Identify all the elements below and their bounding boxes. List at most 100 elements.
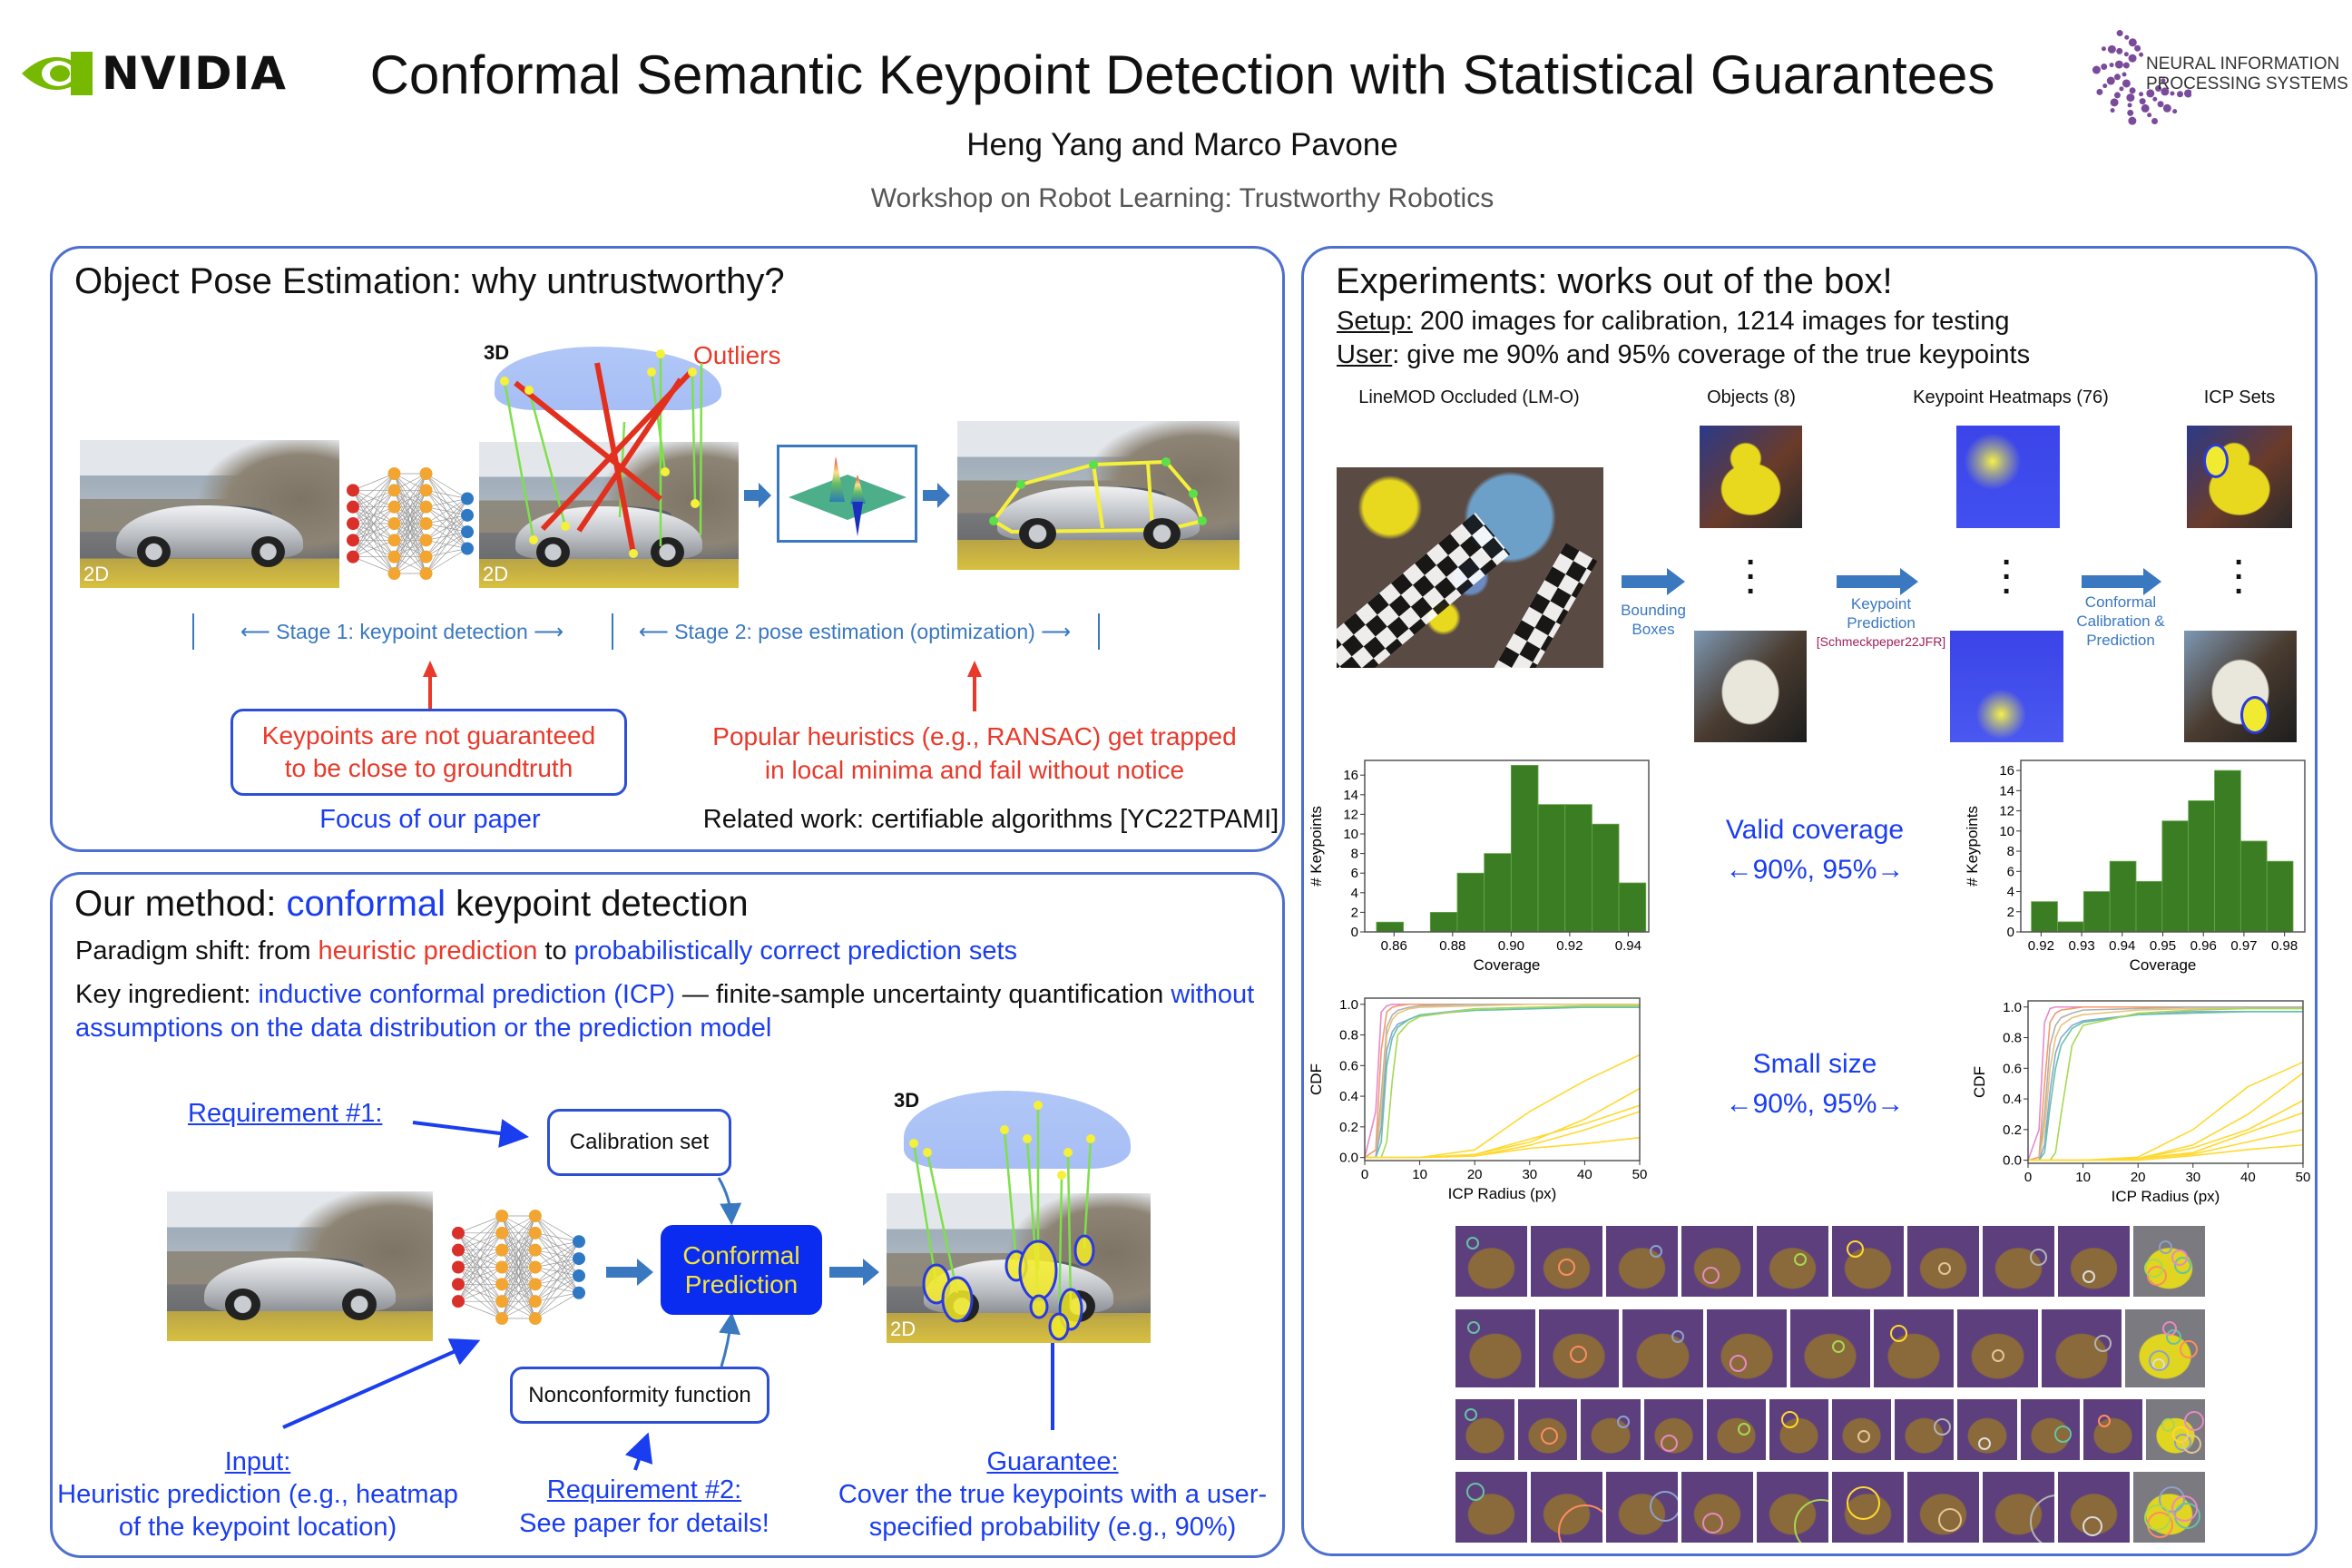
logo-dot — [2113, 92, 2121, 99]
neurips-line-2: PROCESSING SYSTEMS — [2146, 74, 2348, 93]
label-line: Conformal — [2084, 593, 2157, 611]
y-axis-label: CDF — [1308, 1063, 1325, 1095]
y-tick-label: 8 — [2007, 844, 2014, 859]
x-tick-label: 0.94 — [1615, 938, 1642, 954]
stage-divider-mid — [612, 613, 613, 650]
x-tick-label: 50 — [2296, 1170, 2310, 1185]
nn-edge — [352, 473, 395, 491]
nn-edge — [426, 548, 468, 574]
input-link[interactable]: Input: — [224, 1447, 291, 1476]
text-span: probabilistically correct prediction set… — [573, 936, 1018, 965]
plot-frame — [1364, 997, 1641, 1161]
histogram-bar — [2214, 769, 2241, 933]
x-tick-label: 10 — [1412, 1167, 1427, 1182]
nn-edge — [426, 498, 468, 574]
y-tick-label: 0.6 — [2003, 1061, 2022, 1076]
combined-icp-thumbnail — [2133, 1226, 2205, 1297]
nn-neuron — [495, 1312, 509, 1325]
heuristics-line-2: in local minima and fail without notice — [764, 756, 1185, 784]
y-tick-label: 12 — [1999, 804, 2014, 819]
text-span: heuristic prediction — [318, 936, 538, 965]
logo-dot — [2128, 116, 2137, 125]
cdf-curve — [2028, 1007, 2303, 1161]
cdf-curve — [2027, 1005, 2303, 1161]
ellipsis-icon: ··· — [2234, 545, 2245, 609]
nn-edge — [394, 473, 426, 507]
y-tick-label: 0.0 — [1339, 1151, 1358, 1166]
nn-neuron — [495, 1210, 509, 1222]
nn-edge — [534, 1240, 580, 1251]
histogram-bar — [1376, 921, 1404, 933]
cdf-curve — [1364, 1003, 1640, 1159]
keypoint-heatmap-thumbnail — [1455, 1226, 1527, 1297]
input-line-2: of the keypoint location) — [118, 1513, 397, 1542]
object-duck-image — [1700, 426, 1802, 528]
keypoint-heatmap-thumbnail — [1706, 1399, 1766, 1460]
stage2-text: Stage 2: pose estimation (optimization) — [674, 620, 1035, 643]
input-car-photo — [167, 1191, 433, 1341]
requirement-1-link[interactable]: Requirement #1: — [188, 1099, 383, 1128]
logo-dot — [2183, 89, 2191, 98]
icp-circle — [1661, 1434, 1679, 1452]
nonconformity-label: Nonconformity function — [528, 1382, 751, 1407]
icp-circle — [1737, 1423, 1750, 1436]
logo-dot — [2141, 103, 2150, 113]
icp-circle — [1846, 1240, 1864, 1258]
keypoint-heatmap-thumbnail — [2058, 1472, 2130, 1543]
nn-neuron — [573, 1286, 585, 1299]
nn-edge — [457, 1250, 503, 1302]
logo-dot — [2092, 65, 2101, 74]
qualitative-row — [1455, 1226, 2205, 1297]
keypoint-heatmap-thumbnail — [1455, 1399, 1515, 1460]
nn-neuron — [461, 542, 474, 555]
optimization-landscape-plot — [777, 445, 917, 543]
y-tick-label: 0 — [2007, 925, 2014, 940]
y-tick-label: 4 — [1351, 886, 1358, 901]
keypoint-heatmap-thumbnail — [1455, 1309, 1536, 1387]
icp-set-can-image — [2184, 631, 2297, 742]
logo-dot — [2096, 88, 2103, 95]
requirement-2-note: Requirement #2:See paper for details! — [519, 1474, 769, 1541]
y-tick-label: 6 — [2007, 864, 2014, 879]
pose-result-photo — [957, 421, 1240, 570]
label-line: Bounding — [1621, 602, 1686, 619]
logo-dot — [2126, 93, 2135, 103]
requirement-2-link[interactable]: Requirement #2: — [546, 1475, 742, 1504]
keypoint-heatmap-thumbnail — [1455, 1472, 1527, 1543]
icp-circle — [2171, 1494, 2198, 1522]
histogram-bar — [1564, 804, 1592, 933]
label-3d: 3D — [894, 1089, 920, 1112]
cdf-curve — [2028, 1007, 2303, 1161]
nn-edge — [394, 473, 426, 524]
histogram-bar — [1618, 882, 1647, 933]
nn-neuron — [347, 550, 359, 564]
x-tick-label: 30 — [1522, 1167, 1537, 1182]
icp-circle — [1464, 1408, 1477, 1422]
setup-text: Setup: 200 images for calibration, 1214 … — [1337, 307, 2010, 337]
y-axis-label: # Keypoints — [1308, 806, 1325, 887]
y-axis-label: CDF — [1971, 1066, 1988, 1098]
text-span: inductive conformal prediction (ICP) — [258, 980, 675, 1009]
logo-dot — [2122, 72, 2127, 77]
logo-dot — [2116, 30, 2123, 37]
x-tick-label: 0.90 — [1498, 938, 1524, 954]
nn-neuron — [419, 550, 433, 564]
surface-plot-icon — [789, 456, 906, 536]
lmo-scene-image — [1337, 467, 1603, 668]
nn-neuron — [387, 484, 401, 497]
x-tick-label: 0.95 — [2150, 938, 2176, 954]
nn-edge — [457, 1215, 503, 1285]
cdf-curve — [2028, 1143, 2304, 1161]
guarantee-link[interactable]: Guarantee: — [986, 1447, 1119, 1476]
y-axis-label: # Keypoints — [1964, 806, 1981, 887]
icp-circle — [2030, 1494, 2054, 1543]
logo-dot — [2127, 103, 2132, 108]
x-tick-label: 20 — [2131, 1170, 2146, 1185]
nn-neuron — [461, 492, 474, 505]
icp-circle — [1465, 1482, 1485, 1501]
logo-dot — [2162, 103, 2171, 113]
keypoint-heatmap-thumbnail — [1581, 1399, 1641, 1460]
nn-neuron — [347, 500, 359, 514]
nn-edge — [394, 540, 426, 574]
